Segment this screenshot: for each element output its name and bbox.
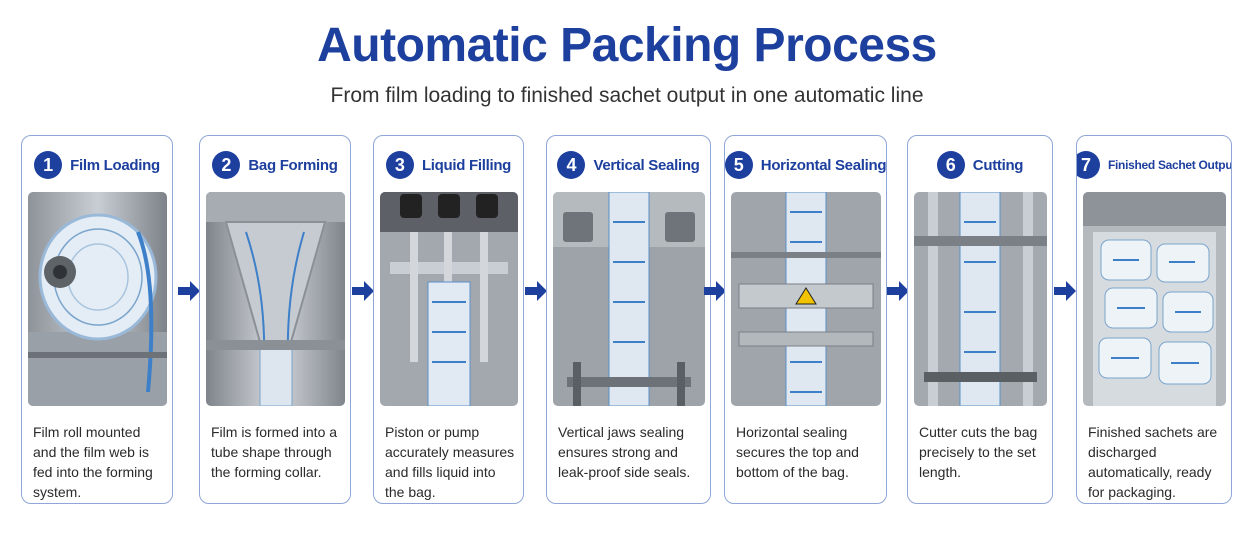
- step-header: 4 Vertical Sealing: [547, 150, 710, 180]
- step-title: Vertical Sealing: [593, 156, 700, 174]
- horizontal-sealing-photo: [731, 192, 881, 406]
- step-card-finished-sachet-output: 7 Finished Sachet Output Finished sachet…: [1076, 135, 1232, 504]
- film-roll-photo: [28, 192, 167, 406]
- step-number-badge: 3: [385, 151, 414, 179]
- step-description: Finished sachets are discharged automati…: [1088, 424, 1218, 500]
- step-card-bag-forming: 2 Bag Forming Film is formed into a tube…: [199, 135, 351, 504]
- flow-arrow: [887, 281, 909, 301]
- step-number-badge: 7: [1077, 151, 1100, 179]
- step-number-badge: 1: [34, 151, 63, 179]
- flow-arrow: [525, 281, 547, 301]
- flow-arrow: [704, 281, 726, 301]
- step-header: 6 Cutting: [908, 150, 1052, 180]
- flow-arrow: [178, 281, 200, 301]
- page-title: Automatic Packing Process: [317, 19, 937, 72]
- forming-collar-photo: [206, 192, 345, 406]
- step-header: 3 Liquid Filling: [374, 150, 523, 180]
- step-title: Film Loading: [70, 156, 160, 174]
- flow-arrow: [352, 281, 374, 301]
- step-header: 2 Bag Forming: [200, 150, 350, 180]
- step-number-badge: 6: [936, 151, 965, 179]
- step-title: Bag Forming: [248, 156, 338, 174]
- step-card-vertical-sealing: 4 Vertical Sealing Vertical jaws sealing…: [546, 135, 711, 504]
- step-header: 1 Film Loading: [22, 150, 172, 180]
- step-header: 7 Finished Sachet Output: [1077, 150, 1231, 180]
- step-description: Horizontal sealing secures the top and b…: [736, 424, 859, 480]
- liquid-filling-photo: [380, 192, 518, 406]
- step-description: Film roll mounted and the film web is fe…: [33, 424, 153, 500]
- step-card-film-loading: 1 Film Loading Film roll mounted and the…: [21, 135, 173, 504]
- step-description: Vertical jaws sealing ensures strong and…: [558, 424, 691, 480]
- page-subtitle: From film loading to finished sachet out…: [330, 84, 924, 107]
- step-description: Cutter cuts the bag precisely to the set…: [919, 424, 1038, 480]
- step-title: Liquid Filling: [421, 156, 512, 174]
- flow-arrow: [1054, 281, 1076, 301]
- vertical-sealing-photo: [553, 192, 705, 406]
- cutting-photo: [914, 192, 1047, 406]
- step-card-cutting: 6 Cutting Cutter cuts the bag precisely …: [907, 135, 1053, 504]
- step-number-badge: 4: [557, 151, 586, 179]
- finished-sachets-photo: [1083, 192, 1226, 406]
- step-number-badge: 2: [212, 151, 241, 179]
- step-description: Piston or pump accurately measures and f…: [385, 424, 515, 500]
- step-number-badge: 5: [725, 151, 753, 179]
- step-card-liquid-filling: 3 Liquid Filling Piston or pump accurate…: [373, 135, 524, 504]
- step-card-horizontal-sealing: 5 Horizontal Sealing Horizontal sealing …: [724, 135, 887, 504]
- step-title: Cutting: [972, 156, 1024, 174]
- step-header: 5 Horizontal Sealing: [725, 150, 886, 180]
- step-title: Horizontal Sealing: [760, 156, 887, 174]
- step-description: Film is formed into a tube shape through…: [211, 424, 338, 480]
- step-title: Finished Sachet Output: [1107, 158, 1232, 172]
